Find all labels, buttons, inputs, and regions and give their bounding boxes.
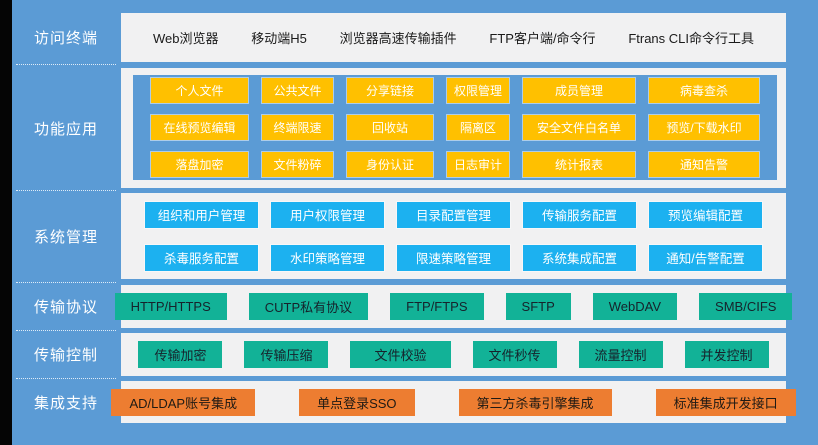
admin-preview-config: 预览编辑配置 (649, 201, 762, 228)
separator-dotted-4 (16, 330, 116, 331)
features-panel: 个人文件 公共文件 分享链接 权限管理 成员管理 病毒查杀 在线预览编辑 终端限… (121, 68, 786, 188)
feature-recycle-bin: 回收站 (347, 115, 433, 140)
integration-ad-ldap: AD/LDAP账号集成 (111, 388, 256, 416)
feature-identity-auth: 身份认证 (347, 152, 433, 177)
admin-alert-config: 通知/告警配置 (649, 244, 762, 271)
integration-sso: 单点登录SSO (299, 388, 415, 416)
control-concurrency: 并发控制 (684, 341, 769, 368)
feature-virus-scan: 病毒查杀 (649, 78, 759, 103)
protocol-http-https: HTTP/HTTPS (114, 293, 227, 320)
admin-row-1: 组织和用户管理 用户权限管理 目录配置管理 传输服务配置 预览编辑配置 (121, 201, 786, 228)
feature-watermark: 预览/下载水印 (649, 115, 759, 140)
protocols-row: HTTP/HTTPS CUTP私有协议 FTP/FTPS SFTP WebDAV… (114, 285, 793, 328)
terminals-panel: Web浏览器 移动端H5 浏览器高速传输插件 FTP客户端/命令行 Ftrans… (121, 13, 786, 62)
control-flow-control: 流量控制 (578, 341, 663, 368)
controls-panel: 传输加密 传输压缩 文件校验 文件秒传 流量控制 并发控制 (121, 333, 786, 376)
row-label-admin: 系统管理 (33, 228, 98, 246)
control-encryption: 传输加密 (138, 341, 223, 368)
admin-transfer-service: 传输服务配置 (523, 201, 636, 228)
feature-file-shred: 文件粉碎 (262, 152, 333, 177)
admin-rows: 组织和用户管理 用户权限管理 目录配置管理 传输服务配置 预览编辑配置 杀毒服务… (121, 193, 786, 279)
admin-panel: 组织和用户管理 用户权限管理 目录配置管理 传输服务配置 预览编辑配置 杀毒服务… (121, 193, 786, 279)
left-edge-strip (0, 0, 12, 445)
terminal-web-browser: Web浏览器 (153, 31, 219, 46)
integrations-row: AD/LDAP账号集成 单点登录SSO 第三方杀毒引擎集成 标准集成开发接口 (111, 381, 796, 423)
separator-dotted-2 (16, 190, 116, 191)
feature-online-preview: 在线预览编辑 (151, 115, 248, 140)
feature-log-audit: 日志审计 (447, 152, 509, 177)
integrations-panel: AD/LDAP账号集成 单点登录SSO 第三方杀毒引擎集成 标准集成开发接口 (111, 381, 796, 423)
feature-member-mgmt: 成员管理 (523, 78, 635, 103)
feature-public-files: 公共文件 (262, 78, 333, 103)
control-compression: 传输压缩 (244, 341, 329, 368)
admin-org-user-mgmt: 组织和用户管理 (145, 201, 258, 228)
separator-dotted-1 (16, 64, 116, 65)
feature-share-links: 分享链接 (347, 78, 433, 103)
protocol-sftp: SFTP (505, 293, 571, 320)
feature-statistics: 统计报表 (523, 152, 635, 177)
feature-notify-alert: 通知告警 (649, 152, 759, 177)
admin-speed-policy: 限速策略管理 (397, 244, 510, 271)
protocols-panel: HTTP/HTTPS CUTP私有协议 FTP/FTPS SFTP WebDAV… (114, 285, 793, 328)
admin-directory-config: 目录配置管理 (397, 201, 510, 228)
admin-user-permission: 用户权限管理 (271, 201, 384, 228)
feature-permission-mgmt: 权限管理 (447, 78, 509, 103)
feature-safe-whitelist: 安全文件白名单 (523, 115, 635, 140)
feature-terminal-limit: 终端限速 (262, 115, 333, 140)
terminal-speed-plugin: 浏览器高速传输插件 (339, 31, 457, 46)
row-label-controls: 传输控制 (33, 347, 98, 364)
feature-disk-encryption: 落盘加密 (151, 152, 248, 177)
features-inner-panel: 个人文件 公共文件 分享链接 权限管理 成员管理 病毒查杀 在线预览编辑 终端限… (133, 75, 777, 180)
admin-row-2: 杀毒服务配置 水印策略管理 限速策略管理 系统集成配置 通知/告警配置 (121, 244, 786, 271)
admin-antivirus-config: 杀毒服务配置 (145, 244, 258, 271)
protocol-cutp: CUTP私有协议 (248, 293, 369, 320)
row-label-integrations: 集成支持 (33, 394, 98, 412)
protocol-ftp-ftps: FTP/FTPS (390, 293, 484, 320)
terminal-ftp-client: FTP客户端/命令行 (489, 31, 596, 46)
feature-quarantine: 隔离区 (447, 115, 509, 140)
separator-dotted-5 (16, 378, 116, 379)
row-label-protocols: 传输协议 (33, 299, 98, 316)
controls-row: 传输加密 传输压缩 文件校验 文件秒传 流量控制 并发控制 (121, 333, 786, 376)
separator-dotted-3 (16, 282, 116, 283)
terminal-ftrans-cli: Ftrans CLI命令行工具 (628, 31, 754, 46)
terminal-mobile-h5: 移动端H5 (251, 31, 307, 46)
row-label-terminals: 访问终端 (33, 30, 98, 47)
control-file-verify: 文件校验 (350, 341, 451, 368)
admin-system-integration: 系统集成配置 (523, 244, 636, 271)
protocol-webdav: WebDAV (592, 293, 678, 320)
integration-open-api: 标准集成开发接口 (655, 388, 796, 416)
feature-personal-files: 个人文件 (151, 78, 248, 103)
integration-antivirus: 第三方杀毒引擎集成 (458, 388, 612, 416)
protocol-smb-cifs: SMB/CIFS (699, 293, 793, 320)
control-instant-transfer: 文件秒传 (472, 341, 557, 368)
admin-watermark-policy: 水印策略管理 (271, 244, 384, 271)
row-label-features: 功能应用 (33, 120, 98, 138)
